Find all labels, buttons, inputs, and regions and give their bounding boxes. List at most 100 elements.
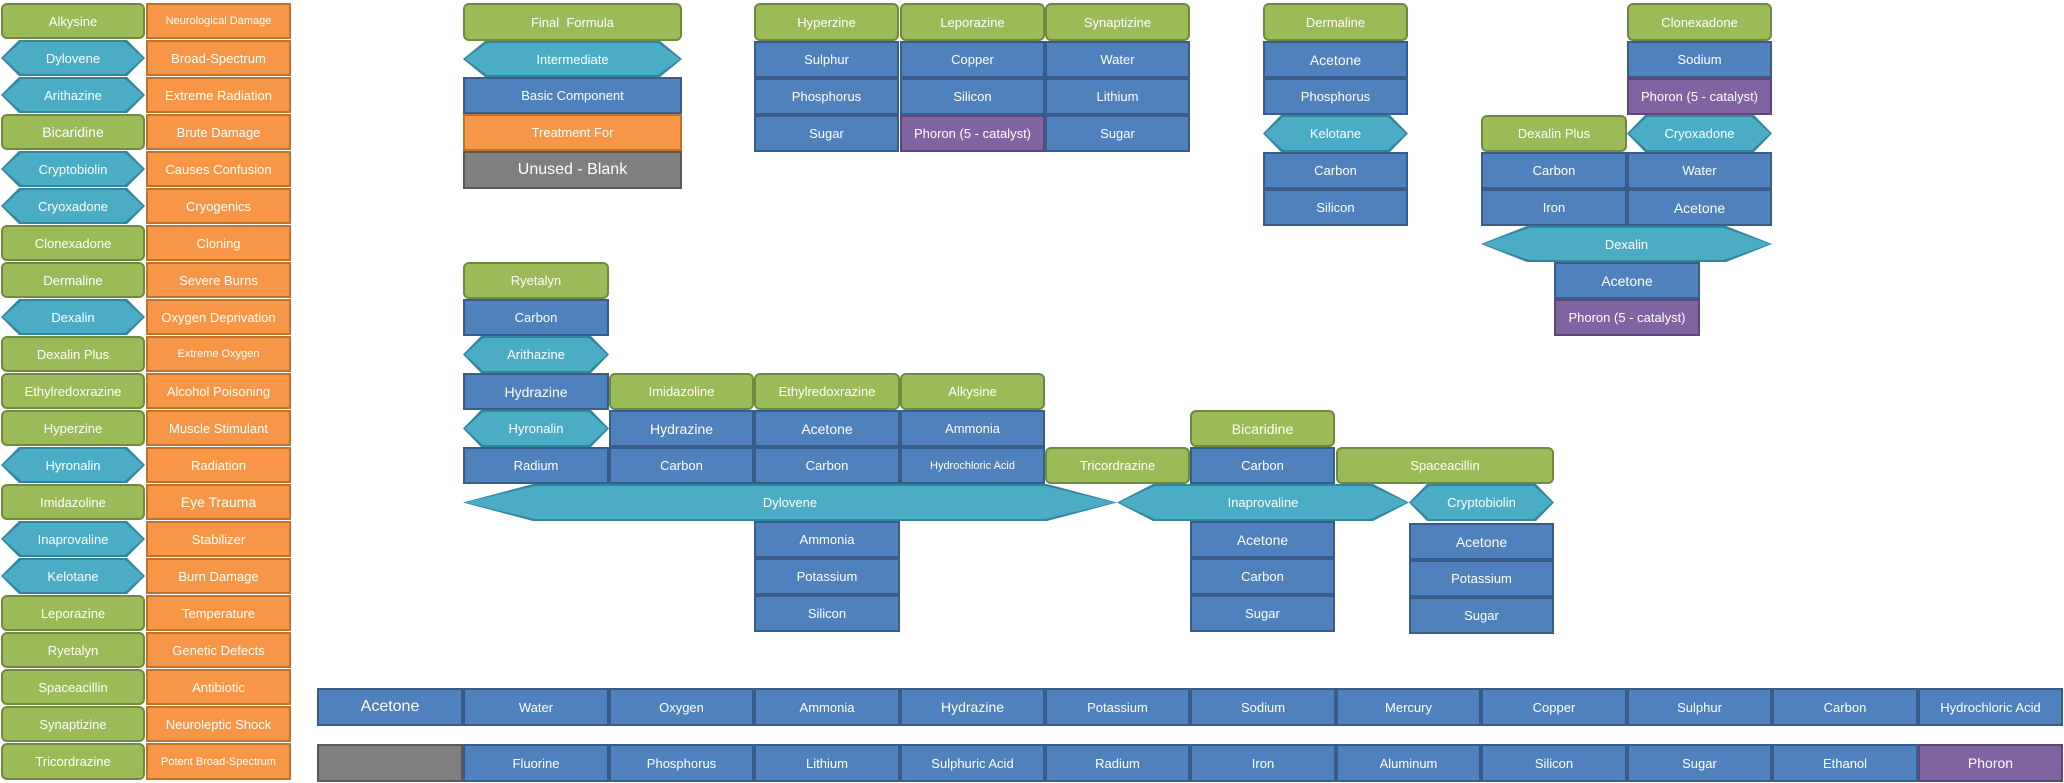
recipe-title: Ryetalyn xyxy=(463,262,609,299)
recipe-ingredient: Iron xyxy=(1481,189,1627,226)
list-treatment: Potent Broad-Spectrum xyxy=(146,743,291,780)
list-final-ethylredoxrazine: Ethylredoxrazine xyxy=(1,373,145,409)
recipe-ingredient: Hydrochloric Acid xyxy=(900,447,1045,484)
recipe-intermediate: Cryoxadone xyxy=(1627,115,1772,152)
recipe-intermediate: Dexalin xyxy=(1481,226,1772,262)
list-intermediate-cryoxadone: Cryoxadone xyxy=(1,188,145,224)
basic-component: Potassium xyxy=(1045,688,1190,726)
list-treatment: Radiation xyxy=(146,447,291,483)
recipe-ingredient: Sugar xyxy=(754,115,899,152)
list-final-clonexadone: Clonexadone xyxy=(1,225,145,261)
list-treatment: Burn Damage xyxy=(146,558,291,594)
list-intermediate-cryptobiolin: Cryptobiolin xyxy=(1,151,145,187)
basic-component: Phosphorus xyxy=(609,744,754,782)
list-intermediate-inaprovaline: Inaprovaline xyxy=(1,521,145,557)
basic-component: Iron xyxy=(1190,744,1336,782)
list-final-dermaline: Dermaline xyxy=(1,262,145,298)
recipe-ingredient: Water xyxy=(1045,41,1190,78)
recipe-ingredient: Phosphorus xyxy=(754,78,899,115)
recipe-ingredient: Water xyxy=(1627,152,1772,189)
list-treatment: Alcohol Poisoning xyxy=(146,373,291,409)
basic-component: Copper xyxy=(1481,688,1627,726)
list-treatment: Broad-Spectrum xyxy=(146,40,291,76)
basic-component-catalyst: Phoron xyxy=(1918,744,2063,782)
recipe-intermediate: Hyronalin xyxy=(463,410,609,447)
list-treatment: Causes Confusion xyxy=(146,151,291,187)
basic-component: Carbon xyxy=(1772,688,1918,726)
basic-component: Sodium xyxy=(1190,688,1336,726)
list-treatment: Antibiotic xyxy=(146,669,291,705)
list-treatment: Brute Damage xyxy=(146,114,291,150)
recipe-ingredient: Carbon xyxy=(754,447,900,484)
recipe-ingredient: Hydrazine xyxy=(463,373,609,410)
recipe-ingredient: Ammonia xyxy=(900,410,1045,447)
basic-component: Fluorine xyxy=(463,744,609,782)
recipe-ingredient: Carbon xyxy=(463,299,609,336)
recipe-ingredient: Carbon xyxy=(1190,558,1335,595)
recipe-title: Hyperzine xyxy=(754,3,899,41)
list-treatment: Temperature xyxy=(146,595,291,631)
recipe-ingredient: Radium xyxy=(463,447,609,484)
list-intermediate-dexalin: Dexalin xyxy=(1,299,145,335)
recipe-ingredient: Silicon xyxy=(900,78,1045,115)
basic-component: Aluminum xyxy=(1336,744,1481,782)
list-treatment: Oxygen Deprivation xyxy=(146,299,291,335)
legend-final-formula: Final Formula xyxy=(463,3,682,41)
recipe-ingredient: Sodium xyxy=(1627,41,1772,78)
recipe-ingredient: Acetone xyxy=(1554,262,1700,299)
recipe-catalyst: Phoron (5 - catalyst) xyxy=(1627,78,1772,115)
recipe-ingredient: Acetone xyxy=(1627,189,1772,226)
list-final-imidazoline: Imidazoline xyxy=(1,484,145,520)
legend-treatment-for: Treatment For xyxy=(463,114,682,151)
recipe-title: Synaptizine xyxy=(1045,3,1190,41)
list-final-bicaridine: Bicaridine xyxy=(1,114,145,150)
recipe-title: Dexalin Plus xyxy=(1481,115,1627,152)
basic-component: Sulphuric Acid xyxy=(900,744,1045,782)
recipe-ingredient: Sugar xyxy=(1409,597,1554,634)
recipe-ingredient: Sugar xyxy=(1045,115,1190,152)
list-treatment: Neuroleptic Shock xyxy=(146,706,291,742)
list-treatment: Severe Burns xyxy=(146,262,291,298)
list-treatment: Neurological Damage xyxy=(146,3,291,39)
recipe-ingredient: Acetone xyxy=(1409,523,1554,560)
recipe-title: Imidazoline xyxy=(609,373,754,410)
list-treatment: Stabilizer xyxy=(146,521,291,557)
basic-component: Hydrazine xyxy=(900,688,1045,726)
recipe-ingredient: Copper xyxy=(900,41,1045,78)
unused-blank-cell xyxy=(317,744,463,782)
list-final-tricordrazine: Tricordrazine xyxy=(1,743,145,780)
recipe-intermediate: Kelotane xyxy=(1263,115,1408,152)
recipe-title: Bicaridine xyxy=(1190,410,1335,447)
recipe-ingredient: Silicon xyxy=(1263,189,1408,226)
list-final-hyperzine: Hyperzine xyxy=(1,410,145,446)
recipe-ingredient: Acetone xyxy=(1263,41,1408,78)
list-final-ryetalyn: Ryetalyn xyxy=(1,632,145,668)
recipe-ingredient: Sugar xyxy=(1190,595,1335,632)
recipe-intermediate: Cryptobiolin xyxy=(1409,484,1554,521)
legend-unused-blank: Unused - Blank xyxy=(463,151,682,189)
recipe-ingredient: Acetone xyxy=(754,410,900,447)
list-intermediate-hyronalin: Hyronalin xyxy=(1,447,145,483)
basic-component: Ammonia xyxy=(754,688,900,726)
basic-component: Acetone xyxy=(317,688,463,726)
recipe-catalyst: Phoron (5 - catalyst) xyxy=(1554,299,1700,336)
list-treatment: Genetic Defects xyxy=(146,632,291,668)
basic-component: Oxygen xyxy=(609,688,754,726)
recipe-ingredient: Potassium xyxy=(1409,560,1554,597)
recipe-ingredient: Carbon xyxy=(1481,152,1627,189)
recipe-title: Ethylredoxrazine xyxy=(754,373,900,410)
recipe-title: Leporazine xyxy=(900,3,1045,41)
recipe-title: Clonexadone xyxy=(1627,3,1772,41)
recipe-ingredient: Carbon xyxy=(609,447,754,484)
recipe-ingredient: Acetone xyxy=(1190,521,1335,558)
list-treatment: Muscle Stimulant xyxy=(146,410,291,446)
list-final-synaptizine: Synaptizine xyxy=(1,706,145,742)
basic-component: Mercury xyxy=(1336,688,1481,726)
basic-component: Lithium xyxy=(754,744,900,782)
recipe-title: Dermaline xyxy=(1263,3,1408,41)
legend-intermediate: Intermediate xyxy=(463,41,682,77)
list-final-leporazine: Leporazine xyxy=(1,595,145,631)
recipe-ingredient: Phosphorus xyxy=(1263,78,1408,115)
basic-component: Hydrochloric Acid xyxy=(1918,688,2063,726)
recipe-ingredient: Sulphur xyxy=(754,41,899,78)
